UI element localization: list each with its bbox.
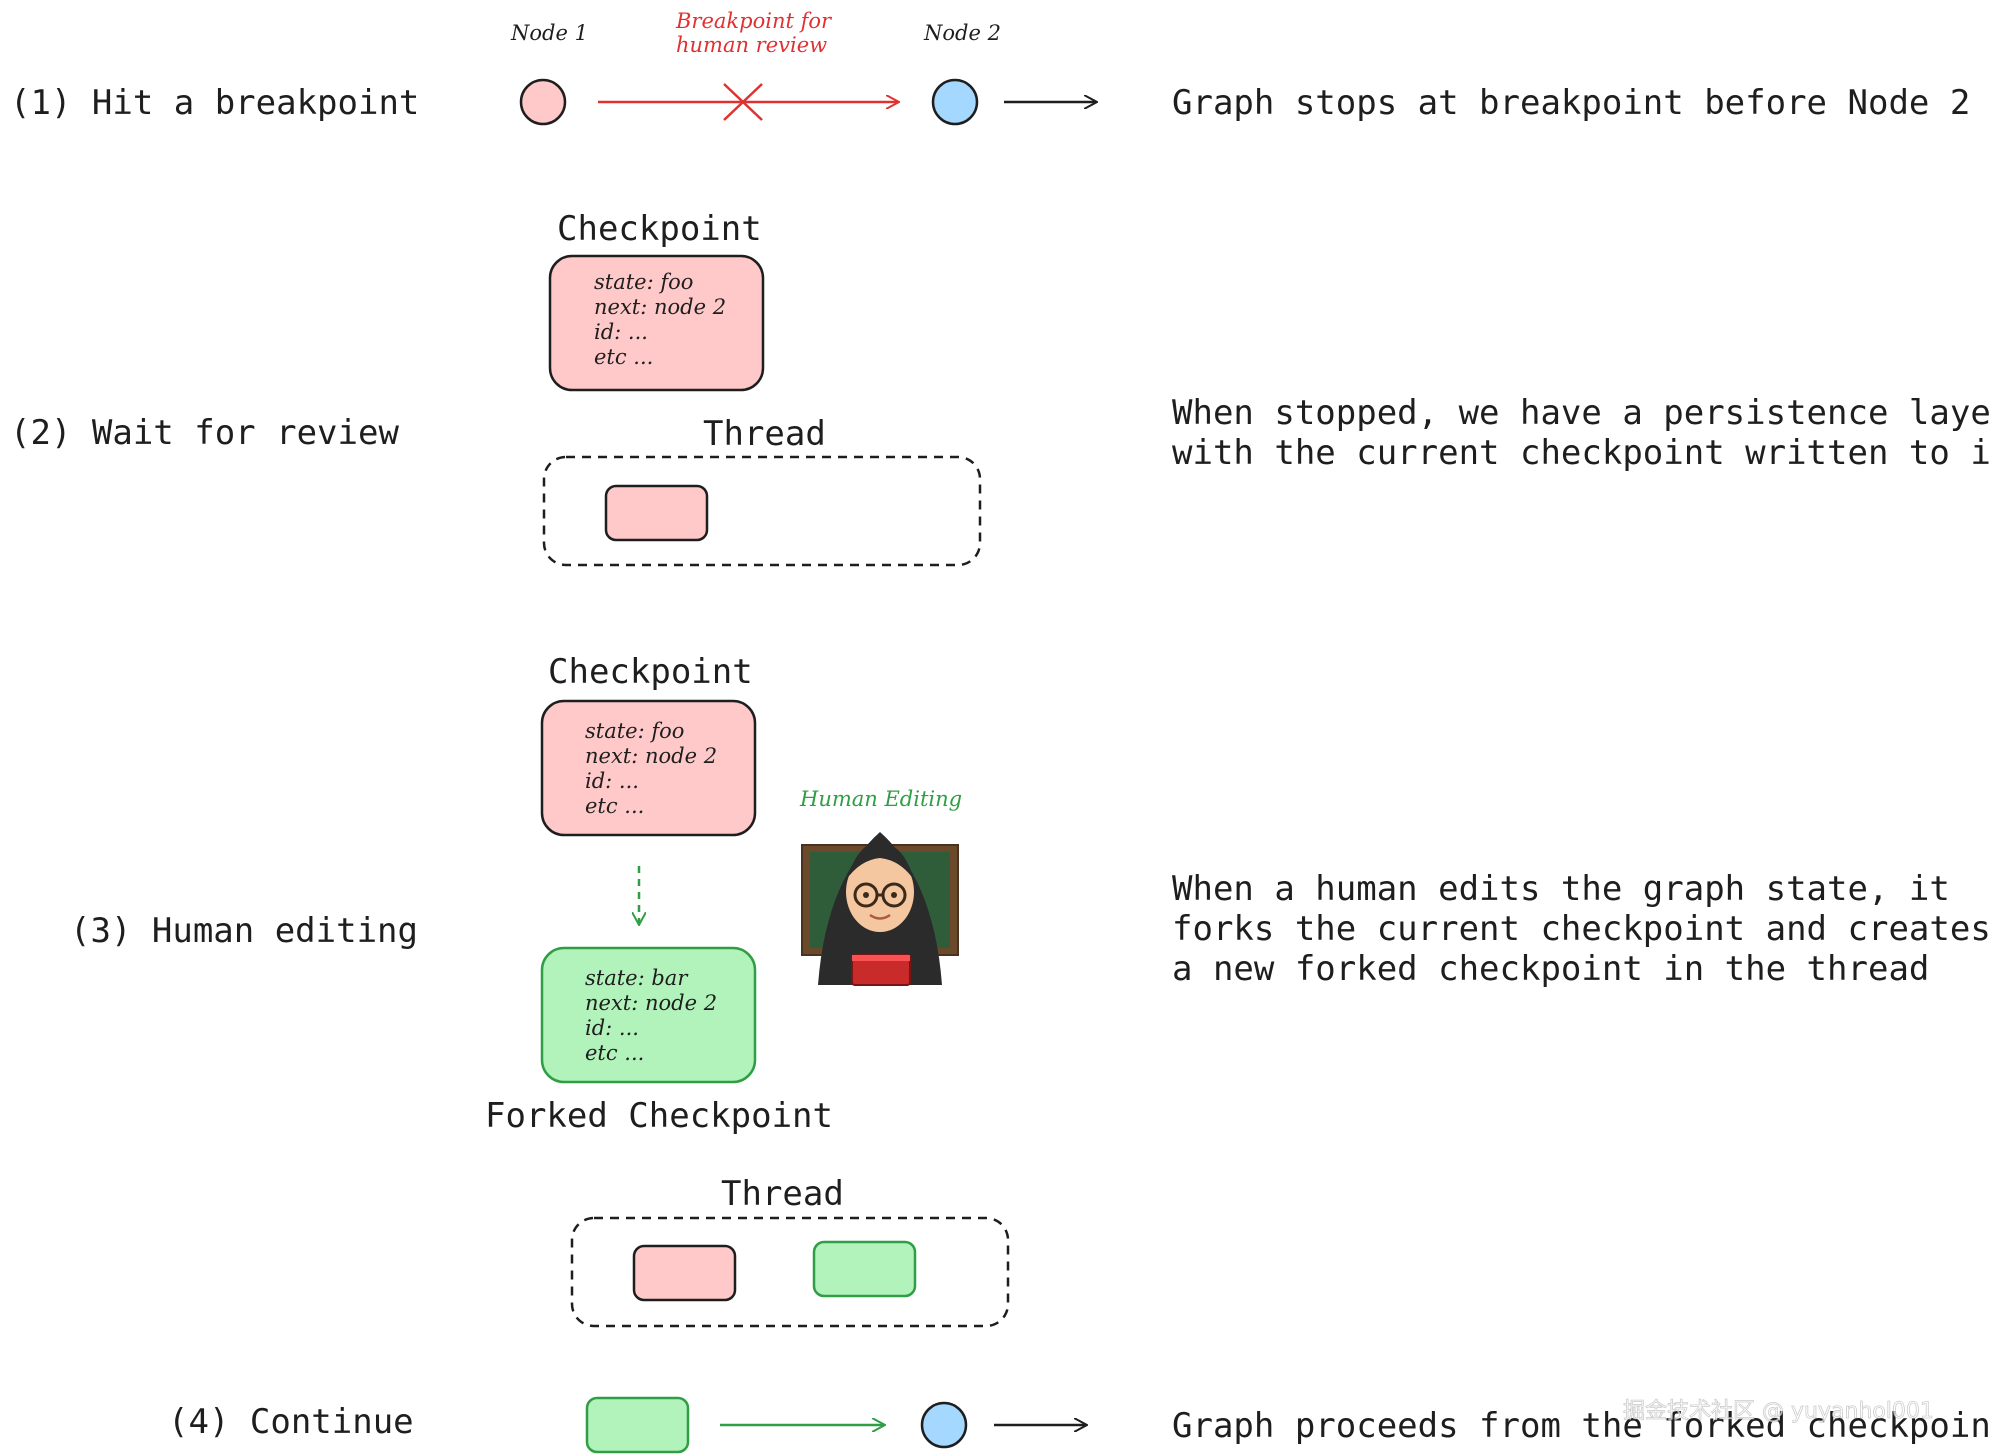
watermark: 掘金技术社区 @ yuyanhol001 (1623, 1399, 1934, 1424)
forked-checkpoint-line-etc: etc ... (585, 1041, 644, 1065)
original-checkpoint-line-state: state: foo (585, 719, 684, 743)
node-2-label: Node 2 (923, 21, 1001, 45)
step-2-description-line-2: with the current checkpoint written to i… (1172, 433, 1991, 473)
step-1-description: Graph stops at breakpoint before Node 2 (1172, 83, 1970, 123)
checkpoint-title-2: Checkpoint (548, 652, 753, 692)
step-3-description-line-1: When a human edits the graph state, it (1172, 869, 1950, 909)
step-2-label: (2) Wait for review (10, 413, 399, 453)
node-1-circle (519, 78, 567, 126)
human-teacher-icon (801, 832, 959, 986)
forked-checkpoint-title: Forked Checkpoint (485, 1096, 833, 1136)
breakpoint-note-line-1: Breakpoint for (675, 9, 833, 33)
original-checkpoint-line-etc: etc ... (585, 794, 644, 818)
checkpoint-line-state: state: foo (594, 270, 693, 294)
breakpoint-cross-icon (723, 83, 763, 121)
thread-container-1 (542, 455, 982, 567)
human-editing-label: Human Editing (799, 787, 962, 811)
original-checkpoint-line-id: id: ... (585, 769, 639, 793)
checkpoint-line-next: next: node 2 (594, 295, 726, 319)
step-4-label: (4) Continue (168, 1402, 414, 1442)
thread-2-forked-checkpoint-item (812, 1240, 917, 1298)
step-3-description-line-2: forks the current checkpoint and creates (1172, 909, 1991, 949)
forked-checkpoint-card (540, 946, 757, 1084)
forked-checkpoint-line-state: state: bar (585, 966, 689, 990)
checkpoint-line-id: id: ... (594, 320, 648, 344)
step-3-label: (3) Human editing (70, 911, 418, 951)
step-3-description-line-3: a new forked checkpoint in the thread (1172, 949, 1929, 989)
original-checkpoint-line-next: next: node 2 (585, 744, 717, 768)
checkpoint-title: Checkpoint (557, 209, 762, 249)
step-4-description: Graph proceeds from the forked checkpoin… (1172, 1406, 1991, 1446)
continue-node-2-circle (920, 1401, 968, 1449)
checkpoint-line-etc: etc ... (594, 345, 653, 369)
thread-2-original-checkpoint-item (632, 1244, 737, 1302)
forked-checkpoint-line-id: id: ... (585, 1016, 639, 1040)
thread-container-2 (570, 1216, 1010, 1328)
node-1-label: Node 1 (510, 21, 588, 45)
step-1-label: (1) Hit a breakpoint (10, 83, 419, 123)
thread-title-2: Thread (721, 1174, 844, 1214)
thread-1-checkpoint-item (604, 484, 709, 542)
checkpoint-card (548, 254, 765, 392)
original-checkpoint-card (540, 699, 757, 837)
breakpoint-note-line-2: human review (676, 33, 827, 57)
node-2-circle (931, 78, 979, 126)
thread-title-1: Thread (703, 414, 826, 454)
continue-forked-checkpoint (585, 1396, 690, 1454)
forked-checkpoint-line-next: next: node 2 (585, 991, 717, 1015)
step-2-description-line-1: When stopped, we have a persistence laye… (1172, 393, 1991, 433)
